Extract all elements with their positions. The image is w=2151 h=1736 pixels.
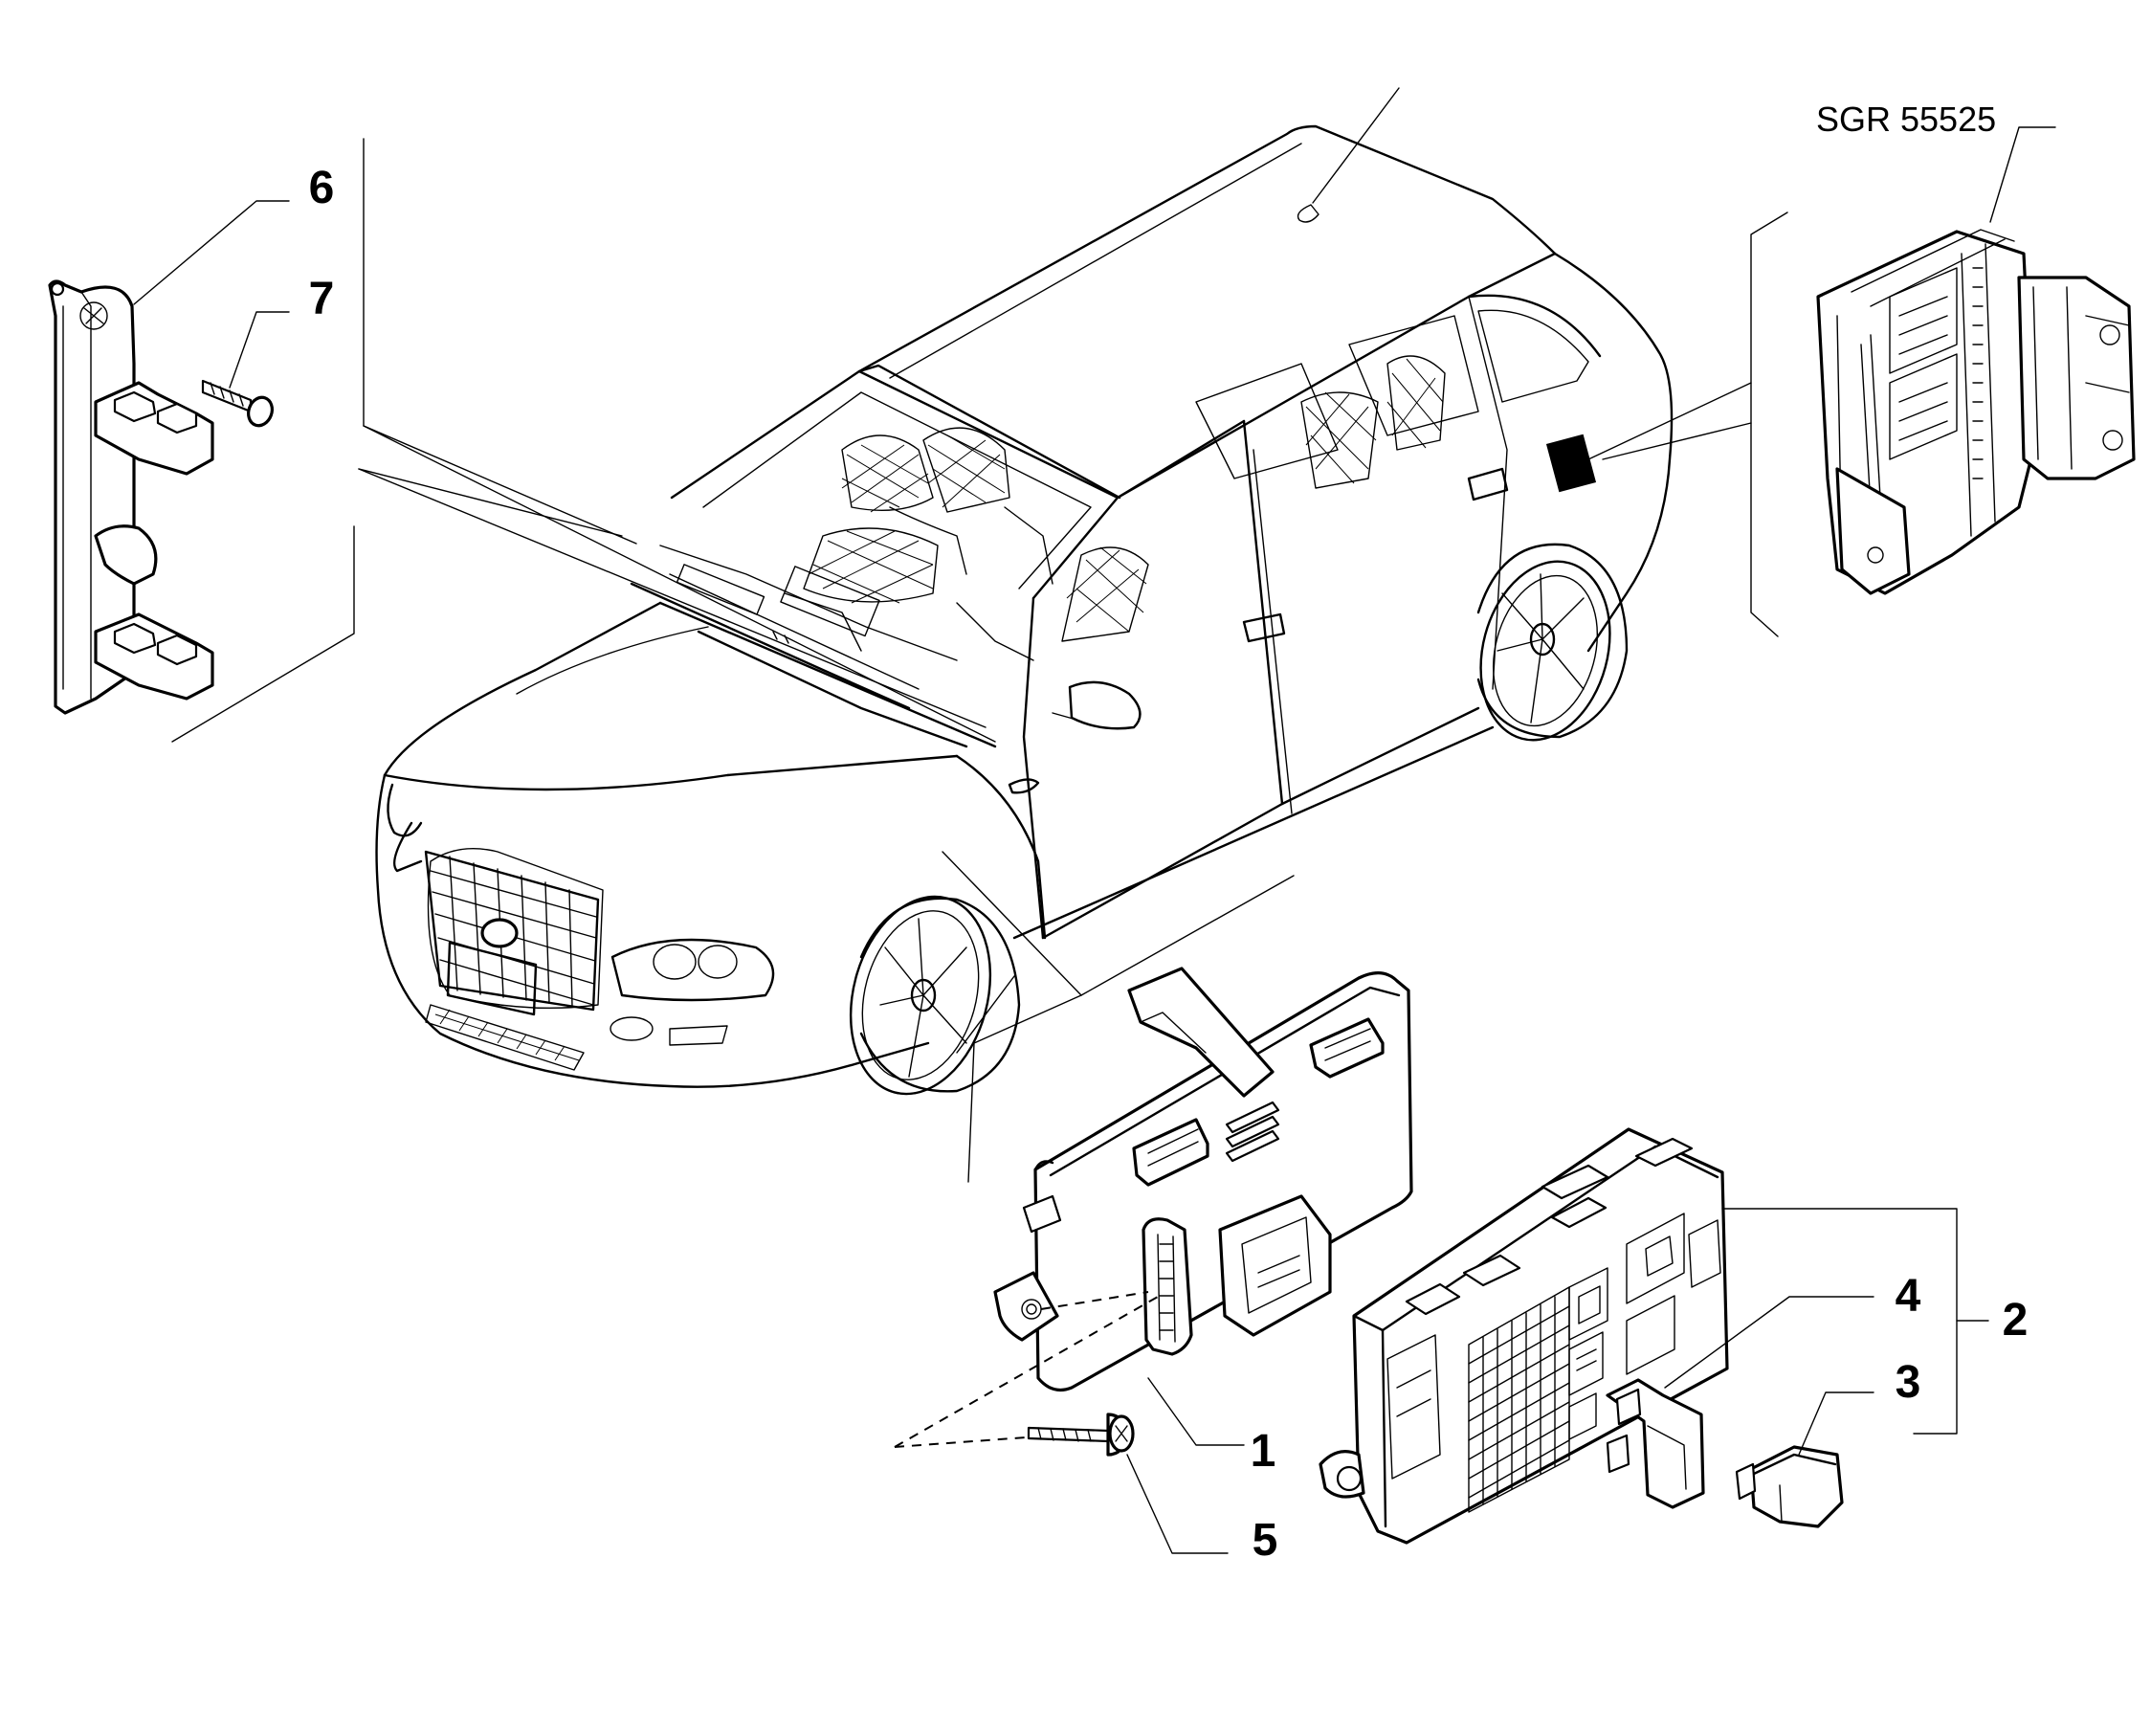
part-7-screw [201,379,274,428]
callout-1: 1 [1251,1426,1276,1477]
callout-5: 5 [1253,1515,1278,1566]
callout-4: 4 [1896,1271,1921,1322]
reference-code: SGR 55525 [1816,100,1996,139]
part-4-fuse [1606,1378,1705,1509]
part-1-body-computer [993,967,1413,1391]
part-6-bracket [48,279,214,715]
callout-2: 2 [2003,1295,2029,1346]
callout-7: 7 [309,274,335,324]
part-2-fuse-box [1319,1127,1729,1545]
rear-wheel [1476,543,1629,742]
part-3-relay [1735,1445,1844,1528]
car-illustration [375,87,1674,1096]
dashed-leader-mount [1040,1291,1149,1310]
front-wheel [849,895,1021,1096]
fuse-box-detail [1816,229,2136,595]
interior-seats [784,355,1446,661]
callout-3: 3 [1896,1357,1921,1408]
fuse-grid [1468,1286,1570,1513]
callout-6: 6 [309,163,335,213]
dashed-leader-lower [894,1436,1027,1448]
part-5-screw [1027,1413,1135,1457]
leader-lines [133,126,2056,1554]
